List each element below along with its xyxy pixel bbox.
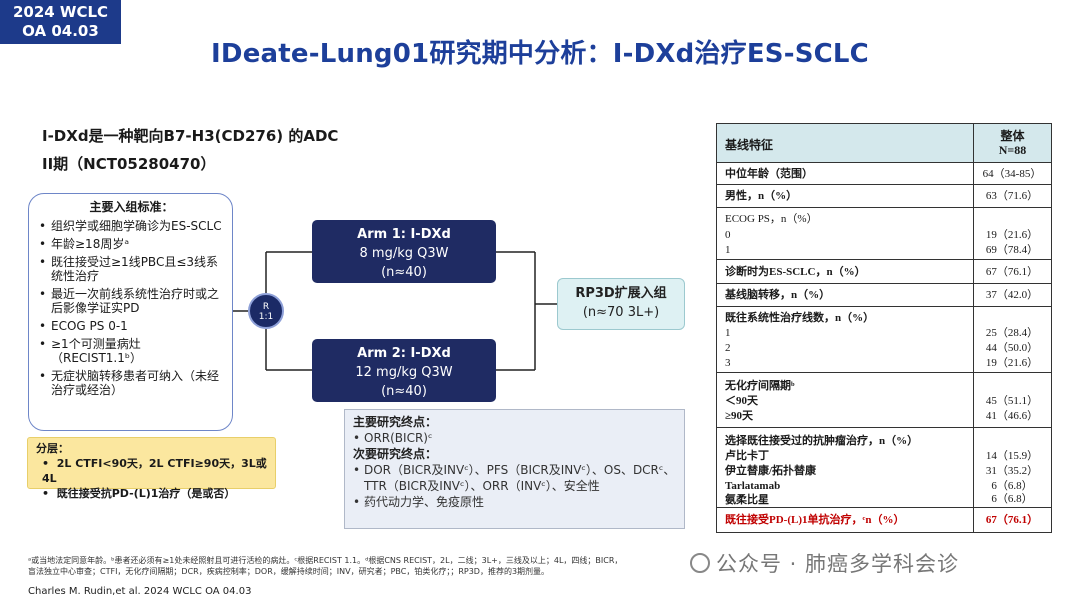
arm1-name: Arm 1: I-DXd [357, 227, 451, 242]
arm1-dose: 8 mg/kg Q3W [359, 246, 449, 261]
secondary-endpoint-title: 次要研究终点： [353, 447, 438, 461]
stratification-item: • 2L CTFI<90天，2L CTFI≥90天，3L或4L [42, 457, 267, 485]
conference-badge: 2024 WCLC OA 04.03 [0, 0, 121, 44]
stratification-title: 分层： [36, 442, 69, 455]
inclusion-item: 组织学或细胞学确诊为ES-SCLC [39, 219, 224, 233]
table-header: 基线特征 整体 N=88 [717, 124, 1051, 163]
drug-description: I-DXd是一种靶向B7-H3(CD276) 的ADC [42, 127, 339, 145]
table-row: 男性，n（%） 63（71.6） [717, 185, 1051, 208]
watermark: 公众号 · 肺癌多学科会诊 [690, 548, 959, 578]
arm2-n: (n≈40) [381, 384, 427, 399]
endpoints-box: 主要研究终点： ORR(BICR)ᶜ 次要研究终点： DOR（BICR及INVᶜ… [344, 409, 685, 529]
slide-title: IDeate-Lung01研究期中分析：I-DXd治疗ES-SCLC [211, 39, 869, 69]
rp3d-n: (n≈70 3L+) [582, 305, 660, 320]
inclusion-item: 最近一次前线系统性治疗时或之后影像学证实PD [39, 287, 224, 315]
inclusion-item: ≥1个可测量病灶（RECIST1.1ᵇ） [39, 337, 224, 365]
primary-endpoint-item: ORR(BICR)ᶜ [353, 430, 676, 446]
inclusion-item: ECOG PS 0-1 [39, 319, 224, 333]
arm1-n: (n≈40) [381, 265, 427, 280]
inclusion-title: 主要入组标准： [89, 200, 174, 214]
stratification-item: • 既往接受抗PD-(L)1治疗（是或否） [42, 487, 236, 500]
primary-endpoint-title: 主要研究终点： [353, 415, 438, 429]
inclusion-criteria-box: 主要入组标准： 组织学或细胞学确诊为ES-SCLC 年龄≥18周岁ᵃ 既往接受过… [28, 193, 233, 431]
randomization-node: R 1:1 [248, 293, 284, 329]
inclusion-item: 既往接受过≥1线PBC且≤3线系统性治疗 [39, 255, 224, 283]
table-row-highlight: 既往接受PD-(L)1单抗治疗，ᶜn（%） 67（76.1） [717, 508, 1051, 532]
rp3d-title: RP3D扩展入组 [575, 286, 667, 301]
inclusion-item: 年龄≥18周岁ᵃ [39, 237, 224, 251]
arm2-box: Arm 2: I-DXd 12 mg/kg Q3W (n≈40) [312, 339, 496, 402]
wechat-icon [690, 553, 710, 573]
footnote: ᵃ或当地法定同意年龄。ᵇ患者还必须有≥1处未经照射且可进行活检的病灶。ᶜ根据RE… [28, 556, 623, 576]
citation: Charles M. Rudin,et al. 2024 WCLC OA 04.… [28, 586, 252, 597]
table-row: 既往系统性治疗线数，n（%） 1 2 3 25（28.4） 44（50.0） 1… [717, 307, 1051, 373]
table-row: 基线脑转移，n（%） 37（42.0） [717, 284, 1051, 307]
table-row: 选择既往接受过的抗肿瘤治疗，n（%） 卢比卡丁 伊立替康/拓扑替康 Tarlat… [717, 428, 1051, 508]
arm2-name: Arm 2: I-DXd [357, 346, 451, 361]
column-header-characteristic: 基线特征 [725, 138, 774, 152]
badge-line2: OA 04.03 [22, 22, 99, 40]
stratification-box: 分层： • 2L CTFI<90天，2L CTFI≥90天，3L或4L • 既往… [27, 437, 276, 500]
baseline-table: 基线特征 整体 N=88 中位年龄（范围） 64（34-85） 男性，n（%） … [716, 123, 1052, 533]
arm1-box: Arm 1: I-DXd 8 mg/kg Q3W (n≈40) [312, 220, 496, 283]
table-row: 诊断时为ES-SCLC，n（%） 67（76.1） [717, 260, 1051, 284]
arm2-dose: 12 mg/kg Q3W [355, 365, 453, 380]
inclusion-item: 无症状脑转移患者可纳入（未经治疗或经治） [39, 369, 224, 397]
rp3d-expansion-box: RP3D扩展入组 (n≈70 3L+) [557, 278, 685, 330]
table-row: ECOG PS，n（%） 0 1 19（21.6） 69（78.4） [717, 208, 1051, 260]
table-row: 无化疗间隔期ᵇ ＜90天 ≥90天 45（51.1） 41（46.6） [717, 373, 1051, 428]
secondary-endpoint-item: 药代动力学、免疫原性 [353, 494, 676, 510]
secondary-endpoint-item: DOR（BICR及INVᶜ）、PFS（BICR及INVᶜ）、OS、DCRᶜ、TT… [353, 462, 676, 494]
trial-phase: II期（NCT05280470） [42, 155, 216, 173]
table-row: 中位年龄（范围） 64（34-85） [717, 163, 1051, 185]
badge-line1: 2024 WCLC [12, 3, 109, 21]
column-header-overall: 整体 N=88 [973, 124, 1051, 163]
